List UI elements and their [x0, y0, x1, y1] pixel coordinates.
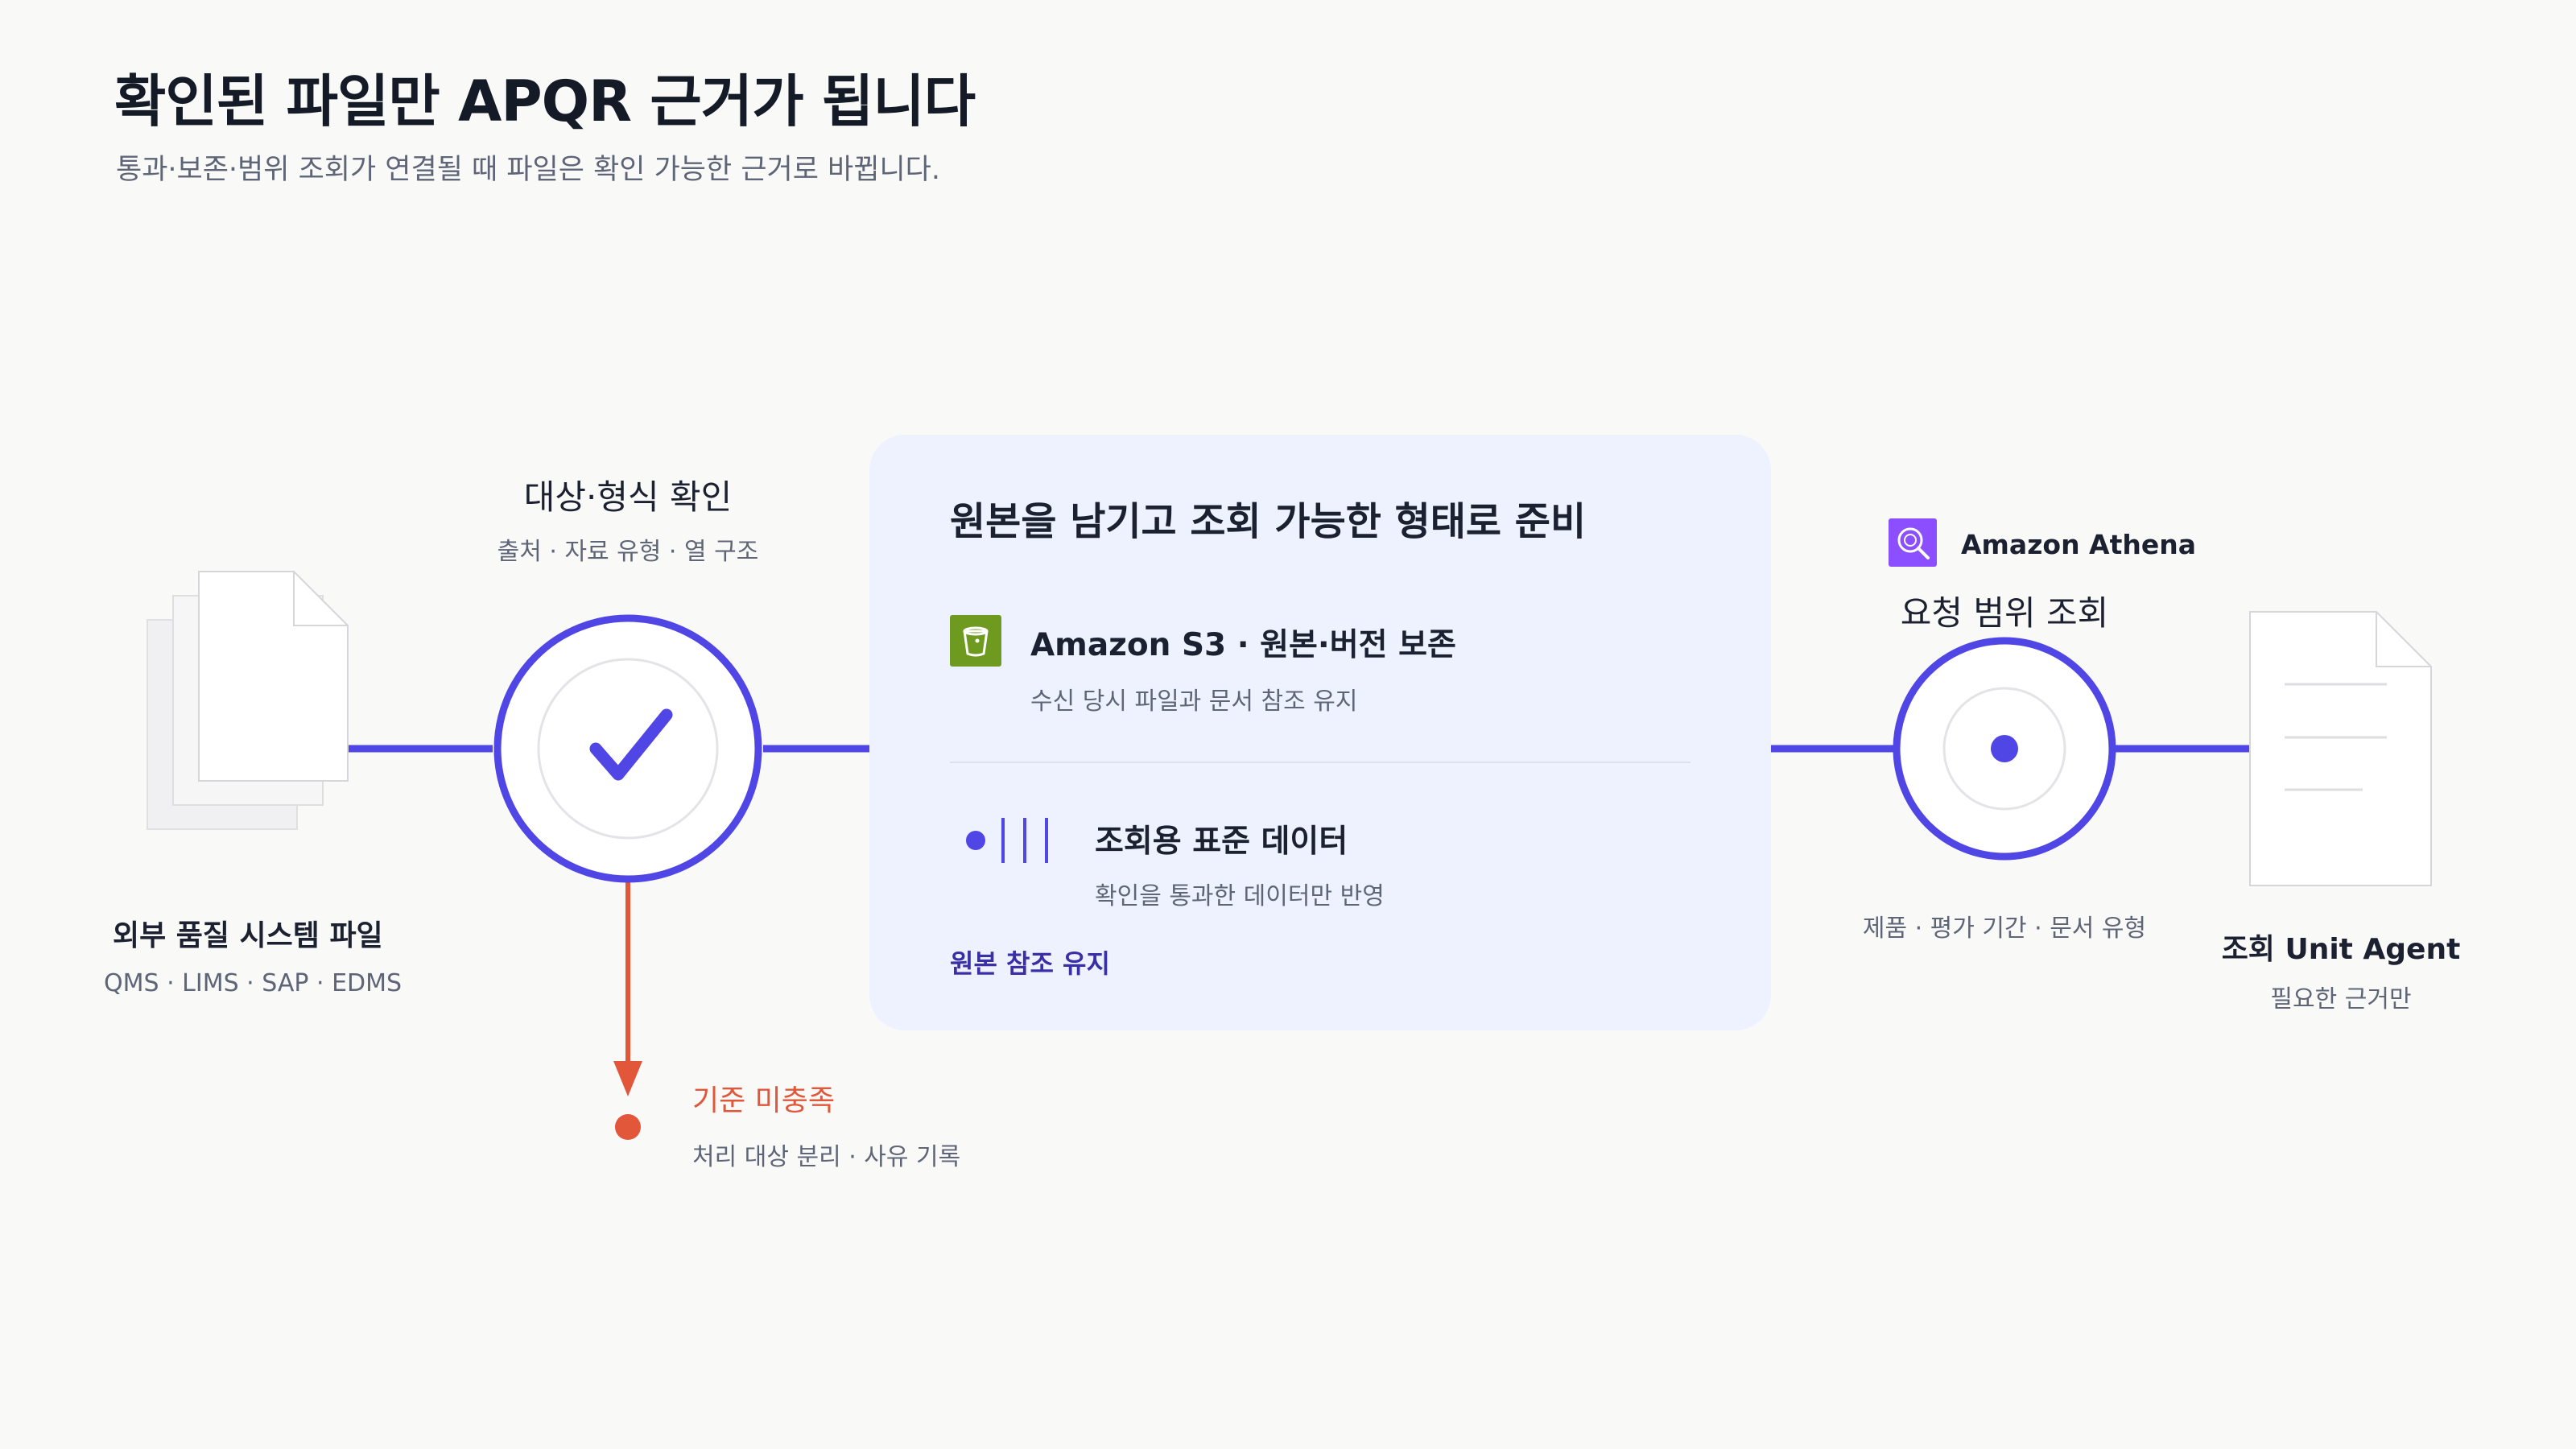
- reject-arrow-head: [613, 1061, 642, 1096]
- page-title: 확인된 파일만 APQR 근거가 됩니다: [114, 68, 976, 134]
- check-subtitle: 출처 · 자료 유형 · 열 구조: [497, 538, 759, 566]
- athena-subtitle: 제품 · 평가 기간 · 문서 유형: [1862, 914, 2147, 943]
- agent-subtitle: 필요한 근거만: [2270, 985, 2412, 1013]
- source-title: 외부 품질 시스템 파일: [113, 919, 383, 952]
- s3-subtitle: 수신 당시 파일과 문서 참조 유지: [1030, 687, 1358, 716]
- s3-title: Amazon S3 · 원본·버전 보존: [1030, 627, 1456, 663]
- document-icon: [2249, 611, 2432, 886]
- reject-dot: [615, 1114, 641, 1140]
- source-subtitle: QMS · LIMS · SAP · EDMS: [104, 969, 402, 997]
- page-subtitle: 통과·보존·범위 조회가 연결될 때 파일은 확인 가능한 근거로 바뀝니다.: [116, 154, 940, 186]
- document-stack-icon: [147, 571, 349, 830]
- standard-data-subtitle: 확인을 통과한 데이터만 반영: [1095, 882, 1385, 910]
- s3-bucket-icon: [950, 615, 1001, 667]
- columnar-data-icon: [966, 818, 1048, 863]
- check-title: 대상·형식 확인: [523, 477, 733, 517]
- checkmark-icon: [589, 708, 673, 781]
- panel-title: 원본을 남기고 조회 가능한 형태로 준비: [950, 499, 1587, 544]
- agent-title: 조회 Unit Agent: [2221, 933, 2461, 966]
- athena-title: 요청 범위 조회: [1900, 593, 2109, 633]
- reject-title: 기준 미충족: [692, 1084, 836, 1117]
- check-node: [493, 614, 762, 883]
- storage-panel: [869, 435, 1771, 1030]
- athena-search-icon: [1889, 518, 1937, 567]
- reject-subtitle: 처리 대상 분리 · 사유 기록: [692, 1143, 961, 1171]
- keep-reference-label: 원본 참조 유지: [950, 948, 1110, 979]
- standard-data-title: 조회용 표준 데이터: [1095, 824, 1348, 860]
- athena-service-name: Amazon Athena: [1961, 529, 2197, 560]
- panel-divider: [950, 762, 1690, 763]
- athena-node: [1893, 637, 2116, 861]
